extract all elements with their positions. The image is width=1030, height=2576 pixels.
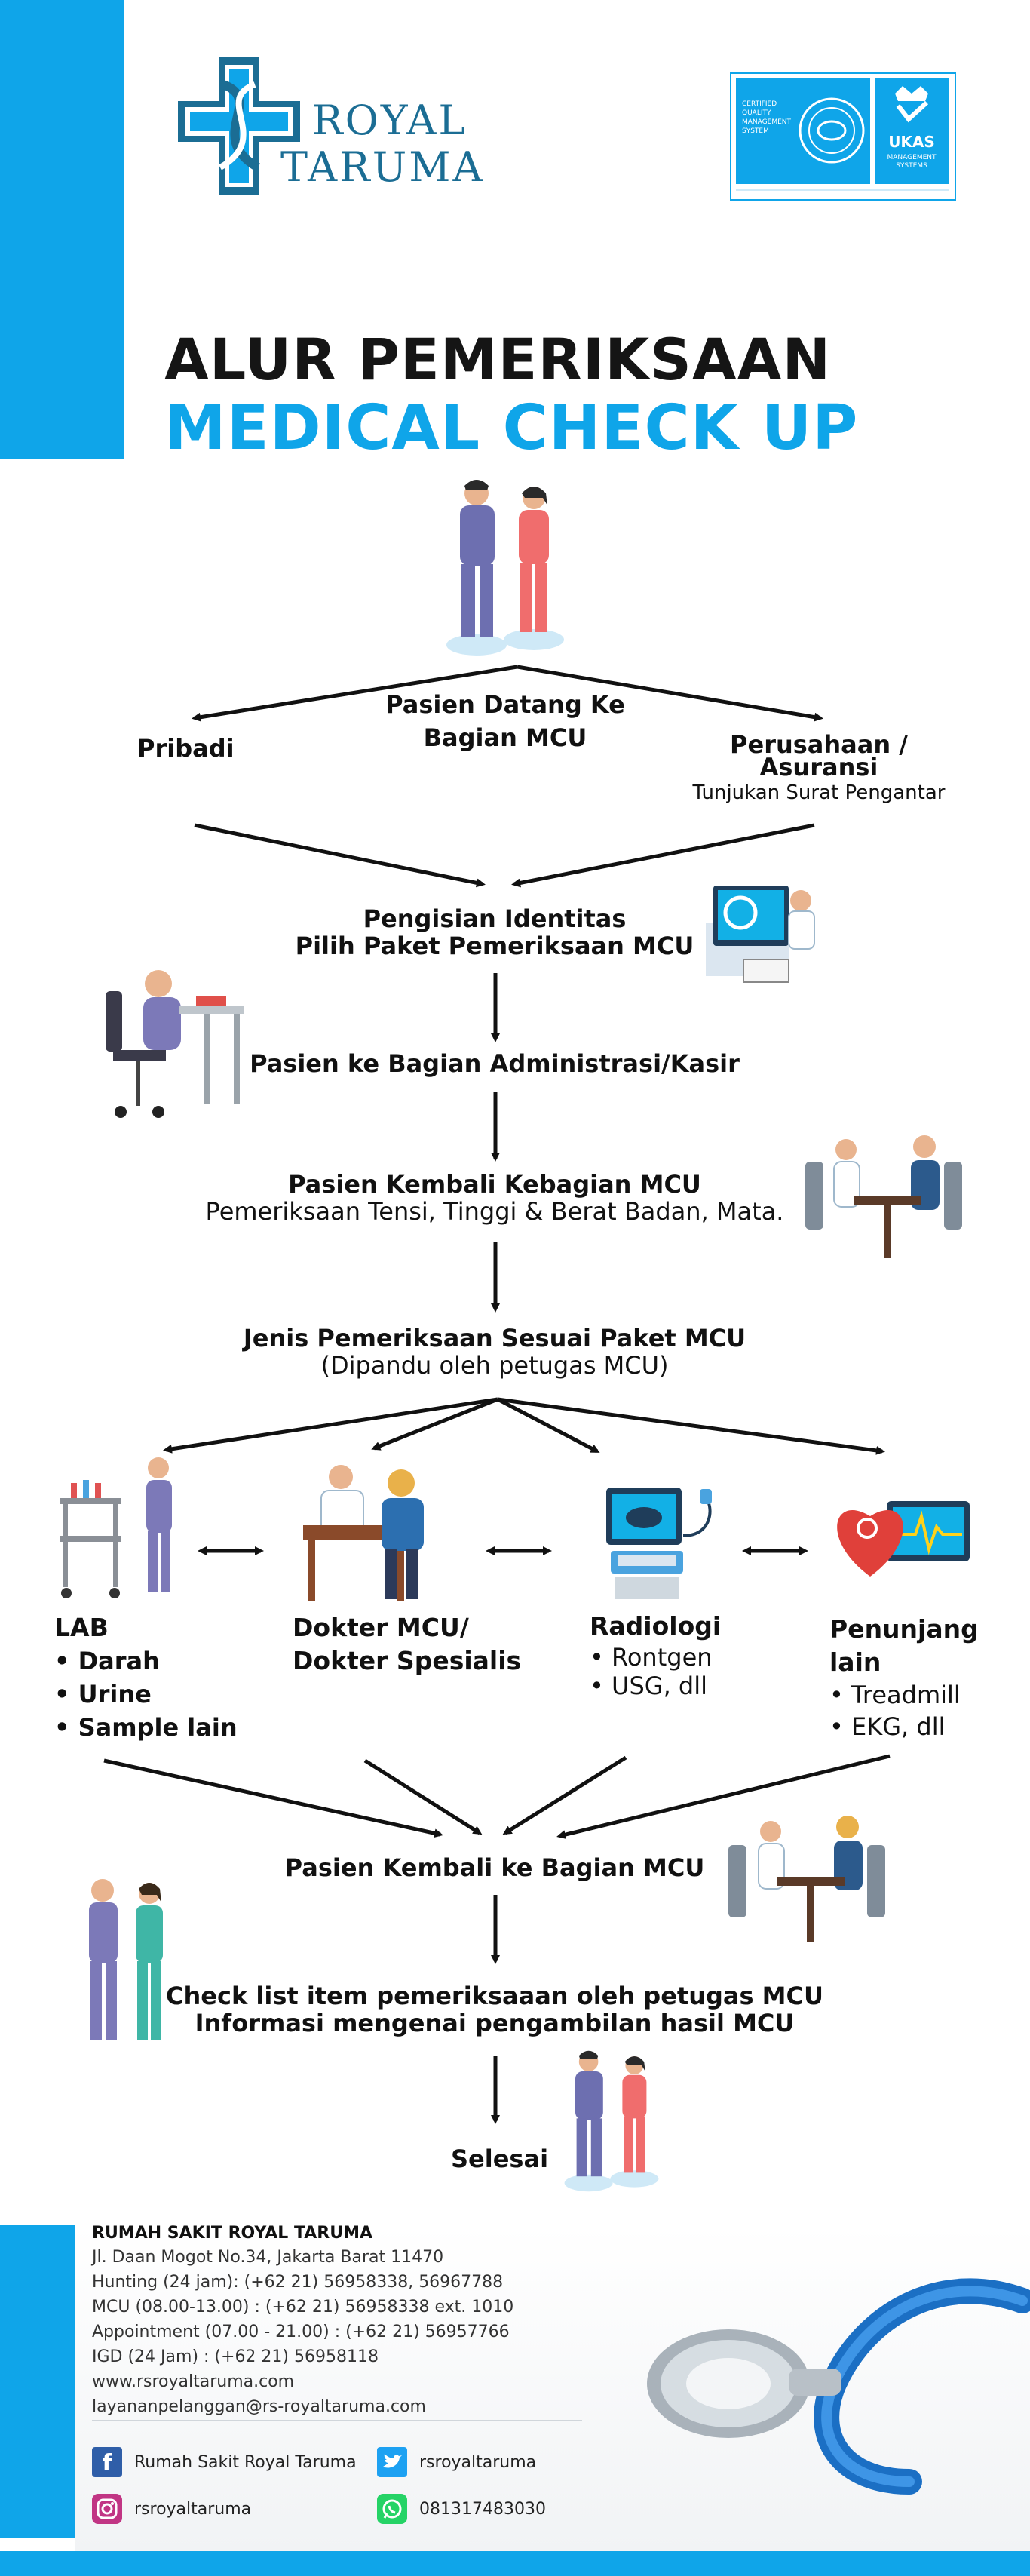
cross-logo-icon: [178, 57, 300, 195]
option-perusahaan: Perusahaan / Asuransi Tunjukan Surat Pen…: [676, 730, 962, 804]
instagram-label: rsroyaltaruma: [134, 2499, 252, 2519]
crown-check-icon: [895, 86, 929, 123]
consultation-illustration-2: [728, 1816, 885, 1942]
footer-appointment: Appointment (07.00 - 21.00) : (+62 21) 5…: [92, 2323, 510, 2341]
twitter-icon: [377, 2447, 407, 2477]
lab-item: • Darah: [54, 1647, 160, 1675]
ukas-badge: UKAS MANAGEMENT SYSTEMS: [875, 78, 949, 184]
patients-couple-illustration: [446, 480, 564, 656]
step-arrival: Pasien Datang Ke Bagian MCU: [354, 691, 656, 751]
step-kasir: Pasien ke Bagian Administrasi/Kasir: [250, 1049, 740, 1078]
category-penunjang-line2: lain: [829, 1647, 881, 1677]
footer-divider: [92, 2420, 582, 2421]
doctor-consultation-illustration: [303, 1465, 424, 1601]
ukas-label: UKAS: [888, 133, 935, 151]
step-jenis-pemeriksaan: Jenis Pemeriksaan Sesuai Paket MCU (Dipa…: [193, 1325, 796, 1379]
step-checklist-line2: Informasi mengenai pengambilan hasil MCU: [195, 2009, 795, 2037]
footer-email[interactable]: layananpelanggan@rs-royaltaruma.com: [92, 2397, 426, 2416]
step-jenis-line2: (Dipandu oleh petugas MCU): [320, 1351, 669, 1380]
hospital-logo: ROYAL TARUMA: [175, 54, 507, 198]
lab-item: • Urine: [54, 1680, 152, 1709]
step-arrival-line1: Pasien Datang Ke: [385, 690, 625, 719]
option-perusahaan-line2: Asuransi: [759, 753, 878, 781]
page-title-line1: ALUR PEMERIKSAAN: [164, 326, 832, 393]
bottom-left-accent-bar: [0, 2225, 75, 2538]
social-twitter[interactable]: rsroyaltaruma: [377, 2447, 536, 2477]
footer-website[interactable]: www.rsroyaltaruma.com: [92, 2372, 295, 2391]
ukas-sublabel: MANAGEMENT SYSTEMS: [887, 154, 937, 170]
bottom-accent-bar: [0, 2551, 1030, 2576]
lab-illustration: [60, 1457, 172, 1598]
instagram-icon: [92, 2494, 122, 2524]
footer-igd: IGD (24 Jam) : (+62 21) 56958118: [92, 2347, 379, 2366]
certification-badges: CERTIFIED QUALITY MANAGEMENT SYSTEM UKAS…: [730, 72, 956, 201]
facebook-icon: f: [92, 2447, 122, 2477]
option-pribadi: Pribadi: [137, 734, 235, 763]
facebook-label: Rumah Sakit Royal Taruma: [134, 2452, 357, 2472]
step-checklist: Check list item pemeriksaaan oleh petuga…: [155, 1982, 834, 2037]
category-dokter-line1: Dokter MCU/: [293, 1613, 469, 1642]
footer-info: RUMAH SAKIT ROYAL TARUMA Jl. Daan Mogot …: [92, 2222, 575, 2419]
badge-caption-line: [736, 189, 949, 191]
radiology-illustration: [606, 1488, 712, 1599]
consultation-illustration-1: [805, 1135, 962, 1258]
category-radiologi: Radiologi • Rontgen • USG, dll: [590, 1610, 721, 1700]
penunjang-item: • Treadmill: [829, 1681, 961, 1709]
option-perusahaan-line1: Perusahaan /: [730, 730, 908, 759]
social-facebook[interactable]: f Rumah Sakit Royal Taruma: [92, 2447, 357, 2477]
whatsapp-icon: [377, 2494, 407, 2524]
heart-monitor-illustration: [837, 1501, 970, 1577]
footer-address: Jl. Daan Mogot No.34, Jakarta Barat 1147…: [92, 2248, 444, 2267]
nurse-desk-illustration: [106, 970, 244, 1118]
lab-item: • Sample lain: [54, 1713, 238, 1742]
step-kembali-bagian-mcu: Pasien Kembali ke Bagian MCU: [284, 1853, 705, 1882]
step-kembali-mcu: Pasien Kembali Kebagian MCU Pemeriksaan …: [178, 1171, 811, 1225]
category-dokter: Dokter MCU/ Dokter Spesialis: [293, 1611, 521, 1678]
whatsapp-label: 081317483030: [419, 2499, 546, 2519]
option-perusahaan-note: Tunjukan Surat Pengantar: [692, 781, 946, 804]
radiologi-item: • USG, dll: [590, 1672, 708, 1700]
category-lab: LAB • Darah • Urine • Sample lain: [54, 1611, 238, 1744]
footer-background: [75, 2225, 1030, 2551]
logo-line-taruma: TARUMA: [280, 143, 485, 191]
urs-seal-icon: [799, 97, 865, 164]
patients-couple-illustration-2: [564, 2050, 659, 2192]
step-kembali-mcu-line2: Pemeriksaan Tensi, Tinggi & Berat Badan,…: [205, 1197, 784, 1226]
certified-text: CERTIFIED QUALITY MANAGEMENT SYSTEM: [742, 100, 791, 135]
radiologi-item: • Rontgen: [590, 1643, 713, 1672]
step-jenis-line1: Jenis Pemeriksaan Sesuai Paket MCU: [243, 1324, 746, 1352]
step-arrival-line2: Bagian MCU: [423, 723, 587, 752]
step-selesai: Selesai: [451, 2145, 549, 2173]
step-checklist-line1: Check list item pemeriksaaan oleh petuga…: [166, 1982, 823, 2010]
twitter-label: rsroyaltaruma: [419, 2452, 537, 2472]
step-identitas-line2: Pilih Paket Pemeriksaan MCU: [295, 932, 694, 960]
footer-hospital-name: RUMAH SAKIT ROYAL TARUMA: [92, 2224, 373, 2243]
category-dokter-line2: Dokter Spesialis: [293, 1646, 522, 1675]
category-penunjang-line1: Penunjang: [829, 1614, 979, 1644]
footer-mcu: MCU (08.00-13.00) : (+62 21) 56958338 ex…: [92, 2298, 514, 2317]
page-title-line2: MEDICAL CHECK UP: [164, 392, 859, 464]
certified-qms-badge: CERTIFIED QUALITY MANAGEMENT SYSTEM: [736, 78, 870, 184]
social-whatsapp[interactable]: 081317483030: [377, 2494, 546, 2524]
footer-hunting: Hunting (24 jam): (+62 21) 56958338, 569…: [92, 2273, 504, 2292]
stethoscope-illustration: [647, 2278, 1030, 2495]
penunjang-item: • EKG, dll: [829, 1712, 946, 1741]
step-kembali-mcu-line1: Pasien Kembali Kebagian MCU: [288, 1170, 701, 1199]
step-identitas-line1: Pengisian Identitas: [363, 904, 627, 933]
social-instagram[interactable]: rsroyaltaruma: [92, 2494, 251, 2524]
logo-line-royal: ROYAL: [312, 97, 468, 144]
medical-staff-illustration: [89, 1879, 163, 2040]
doctor-computer-illustration: [706, 886, 815, 983]
category-penunjang: Penunjang lain • Treadmill • EKG, dll: [829, 1613, 979, 1742]
category-lab-title: LAB: [54, 1613, 109, 1642]
category-radiologi-title: Radiologi: [590, 1611, 722, 1641]
top-left-accent-bar: [0, 0, 124, 459]
step-identitas: Pengisian Identitas Pilih Paket Pemeriks…: [231, 905, 759, 959]
